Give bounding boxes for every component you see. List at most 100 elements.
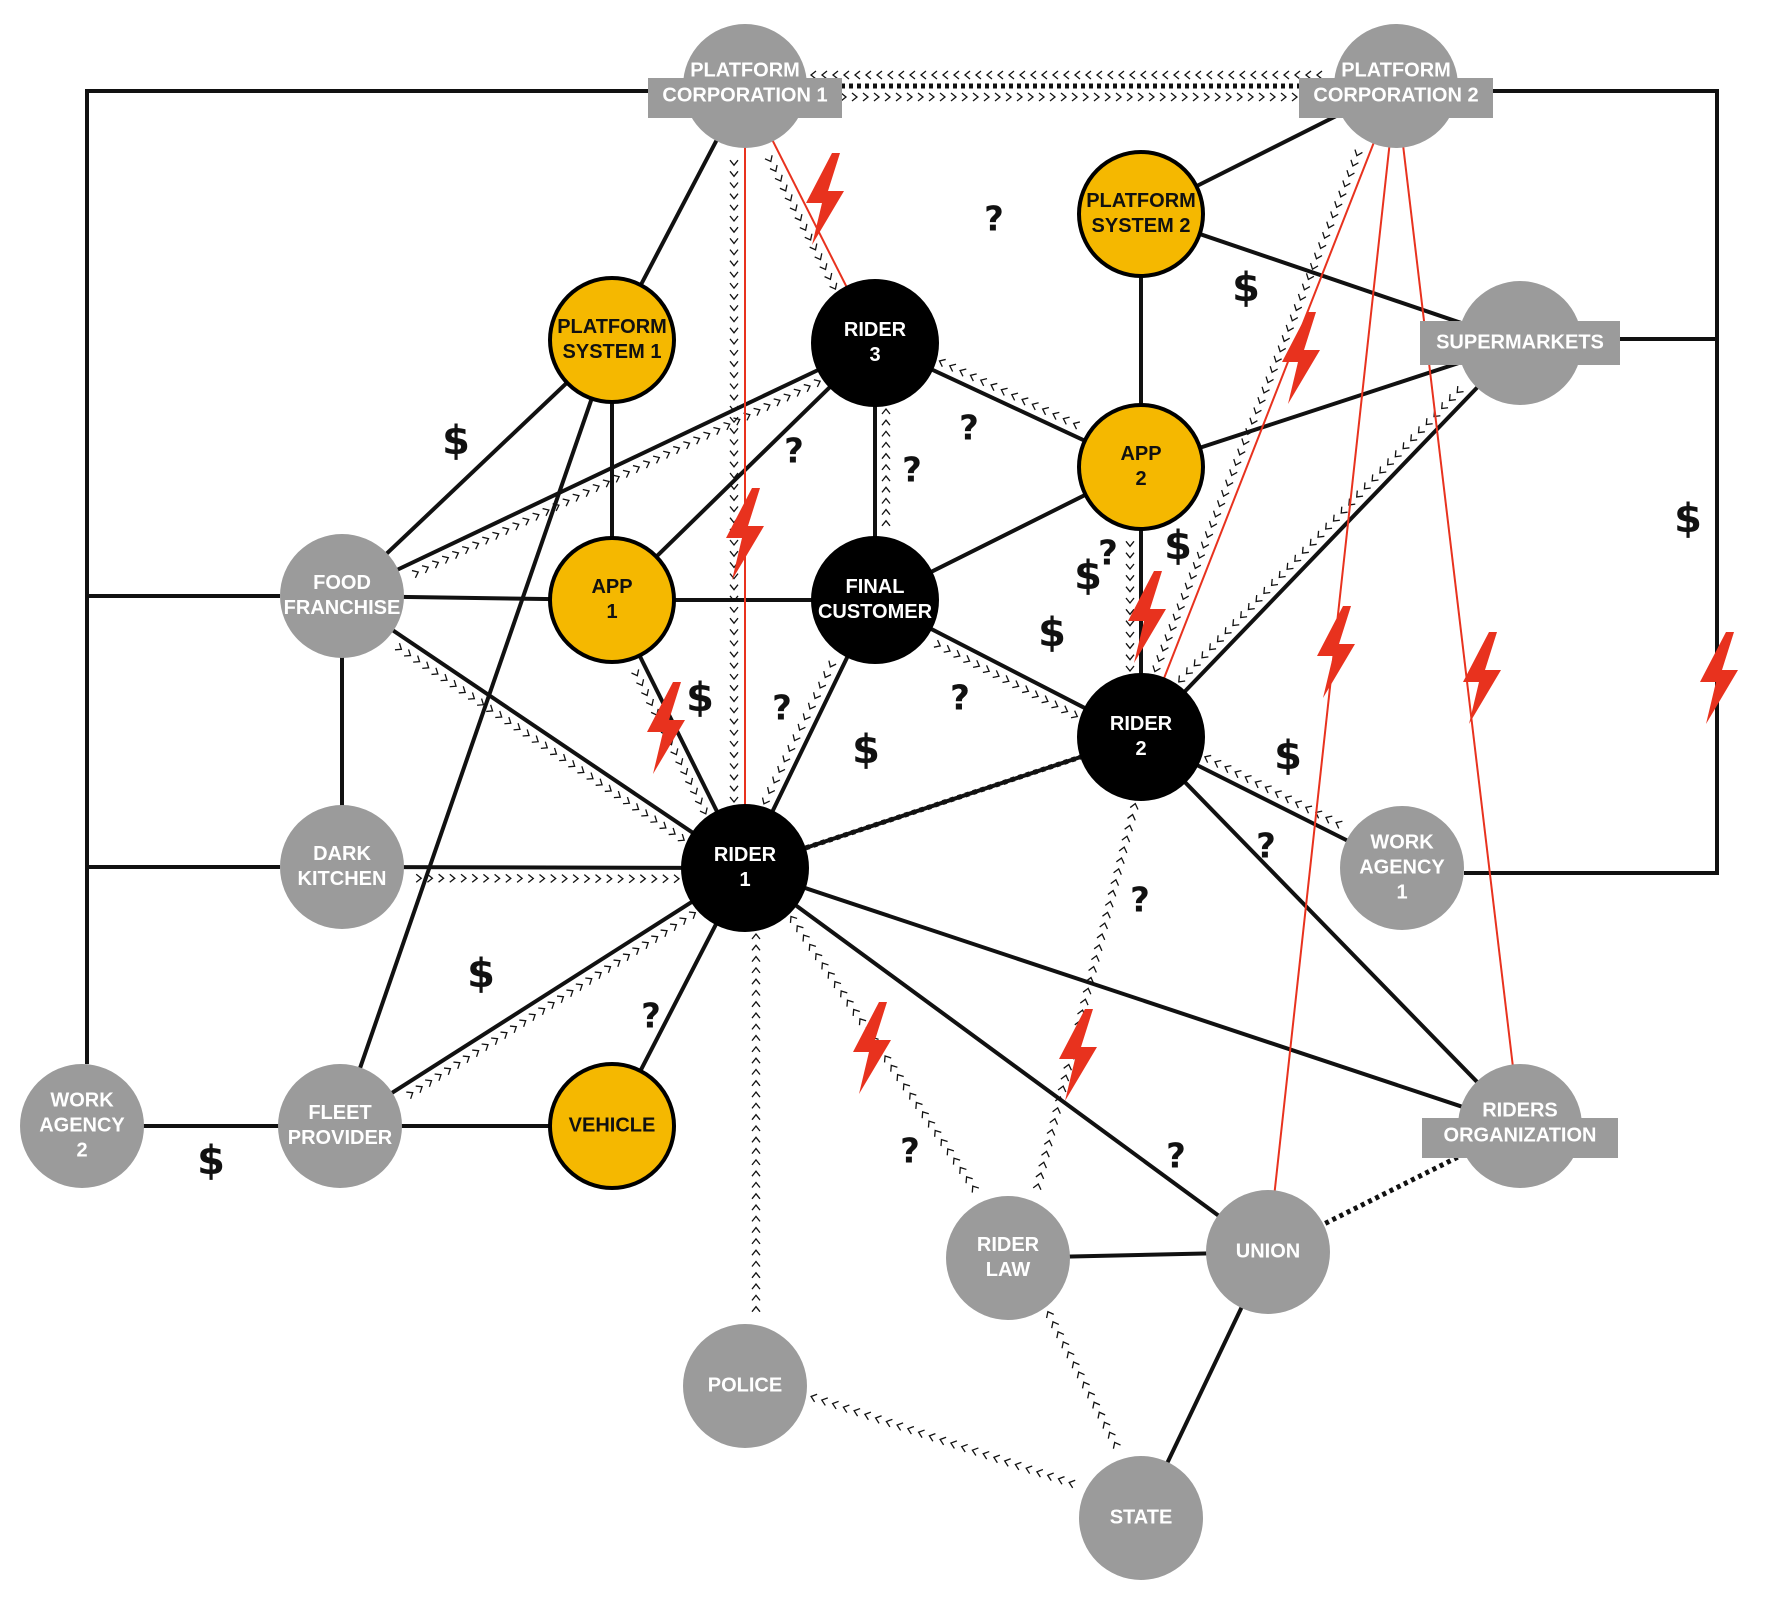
lightning-bolt-icon — [726, 488, 764, 580]
node-banner — [648, 78, 842, 118]
node-label: WORK — [1370, 831, 1434, 853]
node-label: SYSTEM 2 — [1092, 215, 1191, 237]
node-circle — [548, 536, 676, 664]
node-state[interactable]: STATE — [1079, 1456, 1203, 1580]
node-label: RIDERS — [1482, 1099, 1558, 1121]
money-flow-label: $ — [1674, 496, 1702, 542]
uncertain-relation-label: ? — [984, 200, 1004, 240]
frame-link-pc2-wa1 — [1464, 89, 1719, 875]
node-label: UNION — [1236, 1240, 1300, 1262]
money-flow-label: $ — [1074, 553, 1102, 599]
node-label: STATE — [1110, 1506, 1173, 1528]
node-label: 1 — [739, 869, 750, 891]
link-app2-final — [925, 491, 1091, 576]
conflict-link-pc1-rider3 — [769, 135, 851, 294]
money-flow-label: $ — [1164, 523, 1192, 569]
node-circle — [946, 1196, 1070, 1320]
node-ridersorg[interactable]: RIDERS ORGANIZATION — [1422, 1064, 1618, 1188]
uncertain-relation-label: ? — [641, 997, 661, 1037]
node-label: 2 — [76, 1139, 87, 1161]
node-label: WORK — [50, 1089, 114, 1111]
lightning-bolt-icon — [1700, 632, 1738, 724]
node-vehicle[interactable]: VEHICLE — [548, 1062, 676, 1190]
money-flow-label: $ — [1274, 733, 1302, 779]
node-banner — [1422, 1118, 1618, 1158]
lightning-bolt-icon — [806, 153, 844, 245]
node-circle — [278, 1064, 402, 1188]
node-label: FLEET — [308, 1102, 371, 1124]
uncertain-relation-label: ? — [784, 432, 804, 472]
link-ps2-pc2 — [1191, 110, 1346, 190]
money-flow-label: $ — [197, 1138, 225, 1184]
link-final-rider1 — [768, 651, 852, 817]
lightning-bolt-icon — [1059, 1009, 1097, 1101]
flow-riderlaw-to-rider1 — [789, 915, 980, 1193]
node-label: RIDER — [977, 1234, 1040, 1256]
node-label: LAW — [986, 1259, 1031, 1281]
node-label: KITCHEN — [298, 868, 387, 890]
lightning-bolt-icon — [1282, 312, 1320, 404]
money-flow-label: $ — [852, 727, 880, 773]
uncertain-relation-label: ? — [959, 409, 979, 449]
link-rider3-app2 — [926, 365, 1090, 445]
flow-supermarkets-to-rider2 — [1178, 386, 1464, 683]
dotted-relations — [804, 83, 1464, 1226]
node-label: APP — [591, 576, 632, 598]
node-circle — [811, 536, 939, 664]
lightning-bolt-icon — [853, 1002, 891, 1094]
node-label: POLICE — [708, 1374, 782, 1396]
node-label: 2 — [1135, 468, 1146, 490]
node-circle — [811, 279, 939, 407]
node-label: PLATFORM — [1341, 59, 1451, 81]
node-label: 3 — [869, 344, 880, 366]
conflict-link-pc2-ridersorg — [1401, 141, 1515, 1071]
node-label: RIDER — [844, 319, 907, 341]
uncertain-relation-label: ? — [772, 689, 792, 729]
link-dark-rider1 — [399, 865, 688, 870]
frame-link-wa2-pc1 — [85, 89, 683, 1064]
node-circle — [1077, 673, 1205, 801]
node-supermarkets[interactable]: SUPERMARKETS — [1420, 281, 1620, 405]
node-riderlaw[interactable]: RIDER LAW — [946, 1196, 1070, 1320]
node-label: ORGANIZATION — [1444, 1124, 1597, 1146]
node-circle — [1077, 150, 1205, 278]
node-circle — [548, 1062, 676, 1190]
node-label: 1 — [606, 601, 617, 623]
node-label: 2 — [1135, 738, 1146, 760]
node-rider3[interactable]: RIDER 3 — [811, 279, 939, 407]
node-circle — [1206, 1190, 1330, 1314]
flow-state-to-riderlaw — [1045, 1310, 1121, 1449]
money-flow-label: $ — [442, 418, 470, 464]
uncertain-relation-label: ? — [900, 1132, 920, 1172]
node-app2[interactable]: APP 2 — [1077, 403, 1205, 531]
node-label: SYSTEM 1 — [563, 341, 662, 363]
node-union[interactable]: UNION — [1206, 1190, 1330, 1314]
node-label: APP — [1120, 443, 1161, 465]
node-label: AGENCY — [1359, 856, 1445, 878]
lightning-bolt-icon — [647, 682, 685, 774]
link-rider2-ridersorg — [1180, 777, 1481, 1086]
node-label: FINAL — [846, 576, 905, 598]
node-label: PLATFORM — [1086, 190, 1196, 212]
node-app1[interactable]: APP 1 — [548, 536, 676, 664]
node-ps2[interactable]: PLATFORM SYSTEM 2 — [1077, 150, 1205, 278]
relation-symbols: $$$$$$$$$$$????????????? — [197, 153, 1738, 1184]
uncertain-relation-label: ? — [950, 679, 970, 719]
node-circle — [280, 534, 404, 658]
link-union-state — [1164, 1303, 1245, 1467]
money-flow-label: $ — [686, 675, 714, 721]
node-police[interactable]: POLICE — [683, 1324, 807, 1448]
node-banner — [1299, 78, 1493, 118]
